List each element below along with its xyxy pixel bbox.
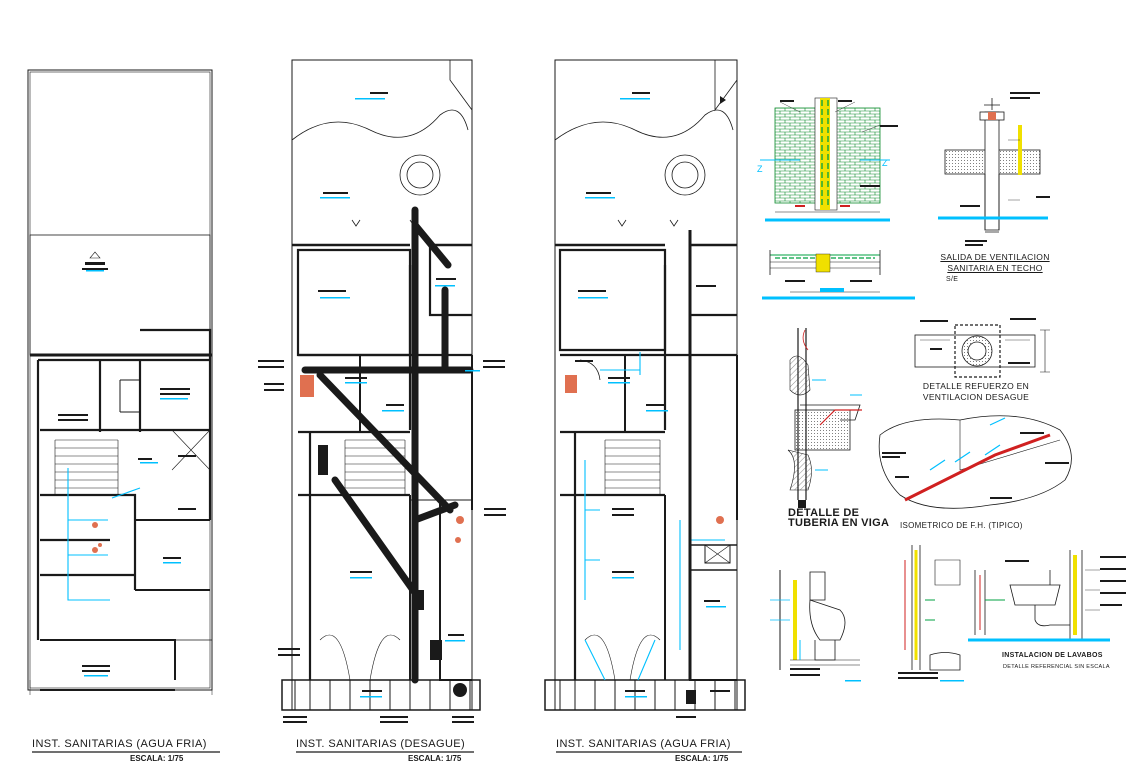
detail-refuerzo: [914, 318, 1050, 378]
plan-desague: [258, 59, 506, 723]
svg-text:Z: Z: [757, 164, 763, 174]
plan-3-title: INST. SANITARIAS (AGUA FRIA): [556, 738, 731, 750]
plan-agua-fria-1: [27, 69, 213, 695]
plan-agua-fria-2: [544, 59, 746, 718]
plan-2-title: INST. SANITARIAS (DESAGUE): [296, 738, 466, 750]
plan-3-scale: ESCALA: 1/75: [675, 754, 729, 763]
detail-lavabo: [968, 550, 1126, 642]
plan-1-scale: ESCALA: 1/75: [130, 754, 184, 763]
detail-pipe-section: [762, 250, 915, 300]
detail-isometrico: [878, 415, 1072, 509]
detail-tuberia-title-1: DETALLE DE: [788, 507, 860, 519]
detail-tuberia-title-2: TUBERIA EN VIGA: [788, 517, 890, 529]
detail-refuerzo-title: DETALLE REFUERZO EN VENTILACION DESAGUE: [922, 381, 1030, 402]
svg-text:Z: Z: [882, 158, 888, 168]
detail-ventilacion-scale: S/E: [946, 276, 959, 283]
detail-lavabos-title: INSTALACION DE LAVABOS: [1002, 652, 1103, 659]
detail-ventilacion-title: SALIDA DE VENTILACION SANITARIA EN TECHO: [940, 252, 1050, 273]
detail-ventilacion-techo: [938, 92, 1050, 246]
plan-2-scale: ESCALA: 1/75: [408, 754, 462, 763]
detail-pipe-in-wall: Z Z: [757, 97, 898, 222]
detail-tuberia-viga: [787, 328, 862, 508]
detail-inodoro: [770, 570, 861, 682]
detail-isometrico-title: ISOMETRICO DE F.H. (TIPICO): [900, 521, 1023, 530]
plan-1-title: INST. SANITARIAS (AGUA FRIA): [32, 738, 207, 750]
detail-tuberia-muro: [898, 545, 964, 682]
detail-lavabos-subtitle: DETALLE REFERENCIAL SIN ESCALA: [1003, 664, 1110, 670]
